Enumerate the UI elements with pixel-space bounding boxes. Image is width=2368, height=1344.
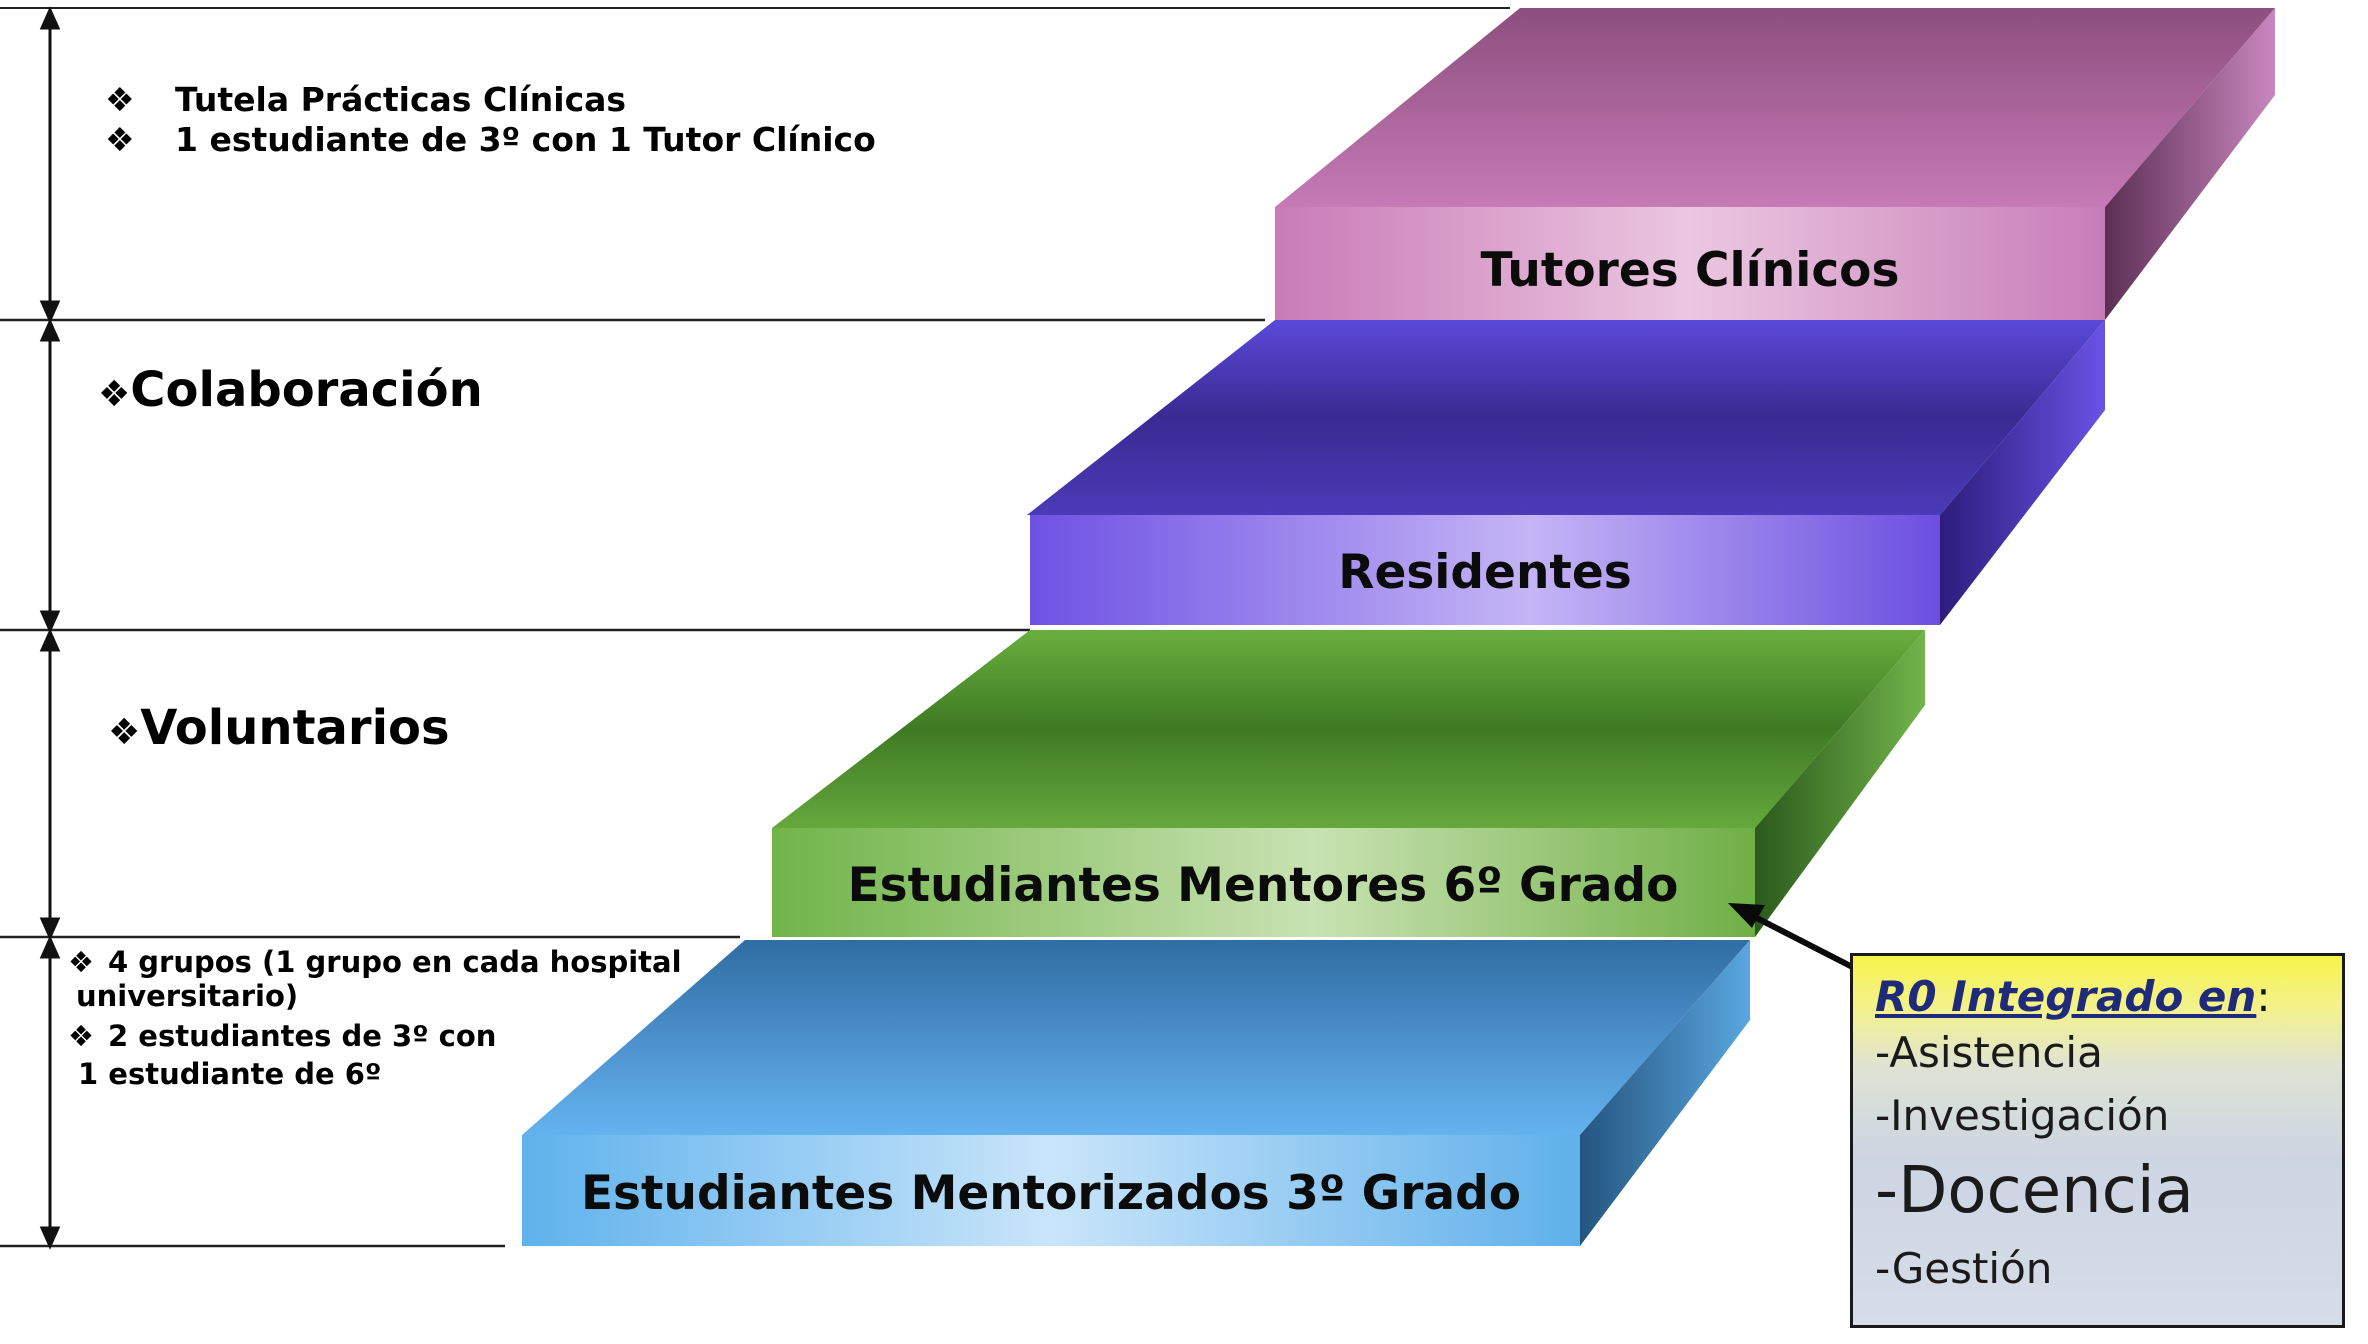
note-level4-line1: ❖ 4 grupos (1 grupo en cada hospital [68, 944, 682, 980]
note-text: 2 estudiantes de 3º con [108, 1019, 497, 1053]
step-residentes: Residentes [1027, 320, 2105, 625]
note-level3: ❖Voluntarios [108, 700, 450, 756]
step-tutores-clinicos: Tutores Clínicos [1275, 8, 2275, 320]
r0-item-investigacion: -Investigación [1875, 1091, 2170, 1140]
r0-pointer-arrow [1728, 903, 1870, 978]
step-label-residentes: Residentes [1338, 545, 1631, 600]
note-text: Voluntarios [140, 700, 450, 756]
note-text: Colaboración [130, 362, 483, 418]
note-level4-line2: universitario) [76, 979, 299, 1013]
bullet-icon: ❖ [98, 374, 131, 415]
bullet-icon: ❖ [68, 945, 94, 979]
note-text: 1 estudiante de 3º con 1 Tutor Clínico [175, 120, 876, 159]
r0-title-suffix: : [2256, 972, 2271, 1021]
note-level4-line3: ❖ 2 estudiantes de 3º con [68, 1018, 496, 1054]
double-arrow-level3 [39, 628, 61, 941]
step-label-mentores: Estudiantes Mentores 6º Grado [848, 858, 1679, 913]
bullet-icon: ❖ [105, 120, 135, 159]
double-arrow-level1 [39, 6, 61, 324]
r0-title-text: R0 Integrado en [1875, 972, 2257, 1021]
r0-integrado-box: R0 Integrado en: -Asistencia -Investigac… [1850, 953, 2345, 1328]
bullet-icon: ❖ [105, 80, 135, 119]
step-mentorizados: Estudiantes Mentorizados 3º Grado [522, 940, 1750, 1246]
bullet-icon: ❖ [68, 1019, 94, 1053]
r0-item-asistencia: -Asistencia [1875, 1028, 2103, 1077]
note-level4-line4: 1 estudiante de 6º [78, 1057, 382, 1091]
note-level2: ❖Colaboración [98, 362, 483, 418]
step-mentores: Estudiantes Mentores 6º Grado [772, 630, 1925, 937]
double-arrow-level2 [39, 318, 61, 634]
r0-item-gestion: -Gestión [1875, 1244, 2053, 1293]
note-level1-item2: ❖ 1 estudiante de 3º con 1 Tutor Clínico [105, 120, 876, 160]
bullet-icon: ❖ [108, 712, 141, 753]
double-arrow-level4 [39, 935, 61, 1250]
step-label-tutores: Tutores Clínicos [1481, 243, 1900, 298]
note-text: Tutela Prácticas Clínicas [175, 80, 627, 119]
note-text: 4 grupos (1 grupo en cada hospital [108, 945, 682, 979]
r0-item-docencia: -Docencia [1875, 1154, 2194, 1228]
r0-title: R0 Integrado en: [1875, 972, 2270, 1021]
step-label-mentorizados: Estudiantes Mentorizados 3º Grado [581, 1166, 1521, 1221]
note-level1-item1: ❖ Tutela Prácticas Clínicas [105, 80, 626, 120]
